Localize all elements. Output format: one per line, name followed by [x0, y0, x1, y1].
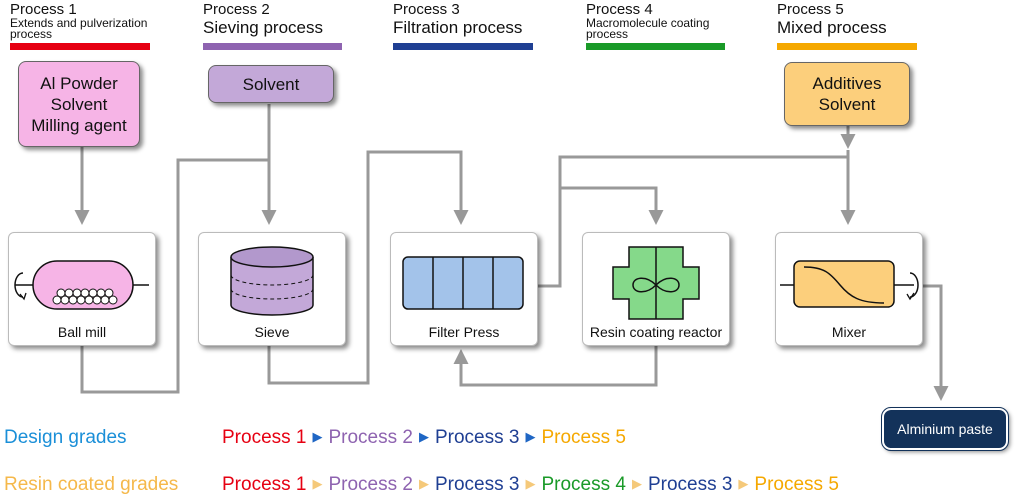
- process-5-header: Process 5 Mixed process: [777, 1, 922, 50]
- process-4-bar: [586, 43, 725, 50]
- design-sep-2: ▶: [418, 429, 429, 444]
- sieve-icon: [230, 246, 314, 316]
- resin-step-3: Process 3: [434, 474, 520, 495]
- process-2-header: Process 2 Sieving process: [203, 1, 348, 50]
- resin-sep-5: ▶: [738, 476, 749, 491]
- design-step-2: Process 2: [328, 427, 413, 448]
- resin-grades-label: Resin coated grades: [4, 474, 179, 495]
- process-1-bar: [10, 43, 150, 50]
- filter-press-icon: [402, 256, 524, 310]
- mixer-input-2: Solvent: [818, 95, 876, 114]
- process-5-bar: [777, 43, 917, 50]
- sieve-input-1: Solvent: [242, 74, 300, 94]
- sieve-card: Sieve: [198, 232, 346, 346]
- process-3-desc: Filtration process: [393, 18, 523, 37]
- process-1-title: Process 1: [10, 1, 77, 18]
- filter-press-label: Filter Press: [428, 324, 500, 340]
- resin-sep-2: ▶: [418, 476, 429, 491]
- ball-mill-icon: [14, 260, 149, 310]
- resin-step-2: Process 2: [328, 474, 413, 495]
- resin-sep-4: ▶: [631, 476, 642, 491]
- aluminium-paste-output: Alminium paste: [881, 407, 1009, 451]
- process-1-desc: Extends and pulverization process: [10, 16, 148, 41]
- process-3-header: Process 3 Filtration process: [393, 1, 538, 50]
- process-5-desc: Mixed process: [777, 18, 887, 37]
- resin-step-6: Process 5: [754, 474, 839, 495]
- resin-reactor-icon: [612, 246, 700, 320]
- resin-coated-grades-route: Resin coated grades Process 1 ▶ Process 2 ▶ P…: [4, 474, 839, 496]
- ball-mill-label: Ball mill: [57, 324, 107, 340]
- process-2-bar: [203, 43, 342, 50]
- process-5-title: Process 5: [777, 1, 844, 18]
- arrow-mixer-to-paste: [920, 284, 949, 401]
- process-4-desc: Macromolecule coating process: [586, 16, 710, 41]
- mixer-card: Mixer: [775, 232, 923, 346]
- design-step-3: Process 3: [434, 427, 520, 448]
- filter-press-card: Filter Press: [390, 232, 538, 346]
- process-1-header: Process 1 Extends and pulverization proc…: [10, 1, 155, 50]
- design-sep-1: ▶: [312, 429, 323, 444]
- arrow-reactor-to-filter: [453, 344, 658, 387]
- ball-mill-input-box: Al Powder Solvent Milling agent: [18, 61, 140, 147]
- ball-mill-card: Ball mill: [8, 232, 156, 346]
- design-step-4: Process 5: [541, 427, 626, 448]
- process-2-title: Process 2: [203, 1, 270, 18]
- resin-step-4: Process 4: [541, 474, 626, 495]
- ball-mill-input-3: Milling agent: [31, 115, 127, 135]
- line-ball-mill-to-sieve: [80, 158, 269, 394]
- design-grades-route: Design grades Process 1 ▶ Process 2 ▶ Process…: [4, 427, 626, 449]
- resin-sep-3: ▶: [525, 476, 536, 491]
- sieve-label: Sieve: [254, 324, 290, 340]
- resin-reactor-card: Resin coating reactor: [582, 232, 730, 346]
- resin-step-5: Process 3: [647, 474, 733, 495]
- process-4-title: Process 4: [586, 1, 653, 18]
- process-3-title: Process 3: [393, 1, 460, 18]
- sieve-input-box: Solvent: [208, 65, 334, 103]
- mixer-input-1: Additives: [812, 74, 882, 93]
- process-2-desc: Sieving process: [203, 18, 324, 37]
- process-3-bar: [393, 43, 533, 50]
- design-grades-label: Design grades: [4, 427, 127, 448]
- arrow-sieve-to-filter-press: [267, 150, 469, 385]
- ball-mill-input-1: Al Powder: [40, 73, 118, 93]
- resin-sep-1: ▶: [312, 476, 323, 491]
- process-4-header: Process 4 Macromolecule coating process: [586, 1, 731, 50]
- resin-reactor-label: Resin coating reactor: [589, 324, 723, 340]
- line-filter-to-mixer: [558, 155, 848, 188]
- design-step-1: Process 1: [222, 427, 307, 448]
- mixer-icon: [780, 260, 919, 308]
- ball-mill-input-2: Solvent: [50, 94, 108, 114]
- mixer-input-box: Additives Solvent: [784, 62, 910, 126]
- mixer-label: Mixer: [831, 324, 867, 340]
- resin-step-1: Process 1: [222, 474, 307, 495]
- design-sep-3: ▶: [525, 429, 536, 444]
